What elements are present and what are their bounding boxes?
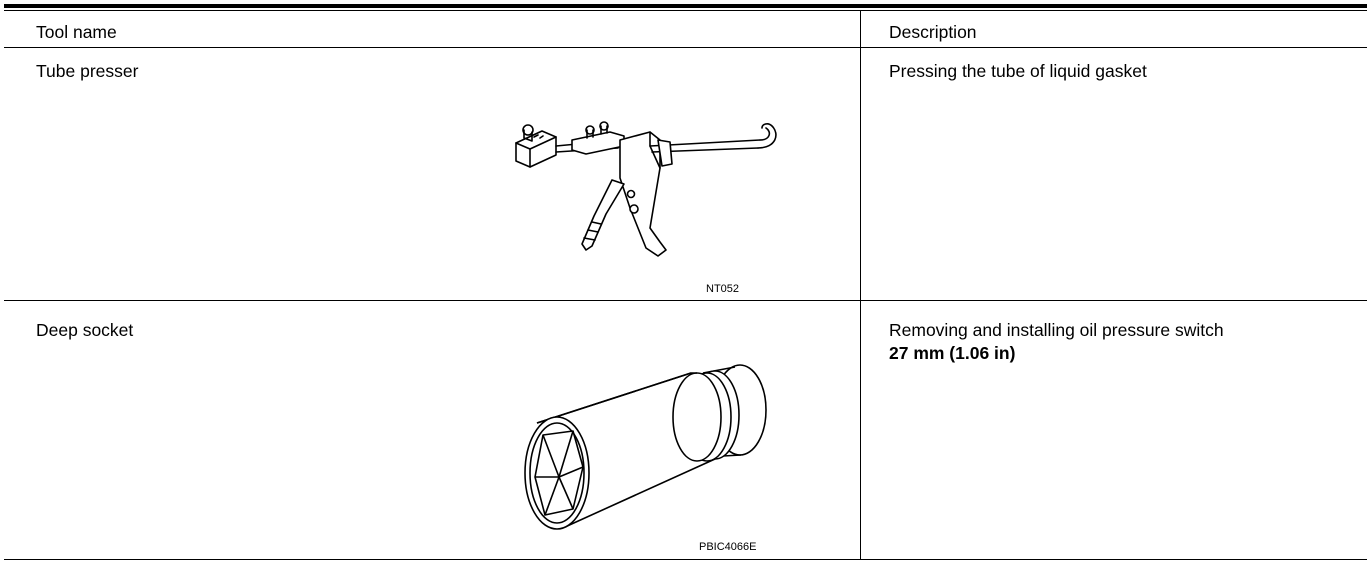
column-divider <box>860 11 861 559</box>
table-bottom-rule <box>4 559 1367 560</box>
row-deep-socket-name: Deep socket <box>36 320 134 340</box>
row-deep-socket-description: Removing and installing oil pressure swi… <box>889 320 1224 340</box>
table-top-rule <box>4 4 1367 8</box>
figure-code-nt052: NT052 <box>706 283 740 295</box>
row-deep-socket-size: 27 mm (1.06 in) <box>889 343 1016 363</box>
row-divider <box>4 300 1367 301</box>
deep-socket-illustration <box>524 364 767 530</box>
tube-presser-illustration <box>515 121 777 257</box>
header-description: Description <box>889 22 977 42</box>
row-tube-presser-name: Tube presser <box>36 61 139 81</box>
row-tube-presser-description: Pressing the tube of liquid gasket <box>889 61 1147 81</box>
figure-code-pbic4066e: PBIC4066E <box>699 541 757 553</box>
table-top-rule-thin <box>4 10 1367 11</box>
header-tool-name: Tool name <box>36 22 117 42</box>
header-divider <box>4 47 1367 48</box>
